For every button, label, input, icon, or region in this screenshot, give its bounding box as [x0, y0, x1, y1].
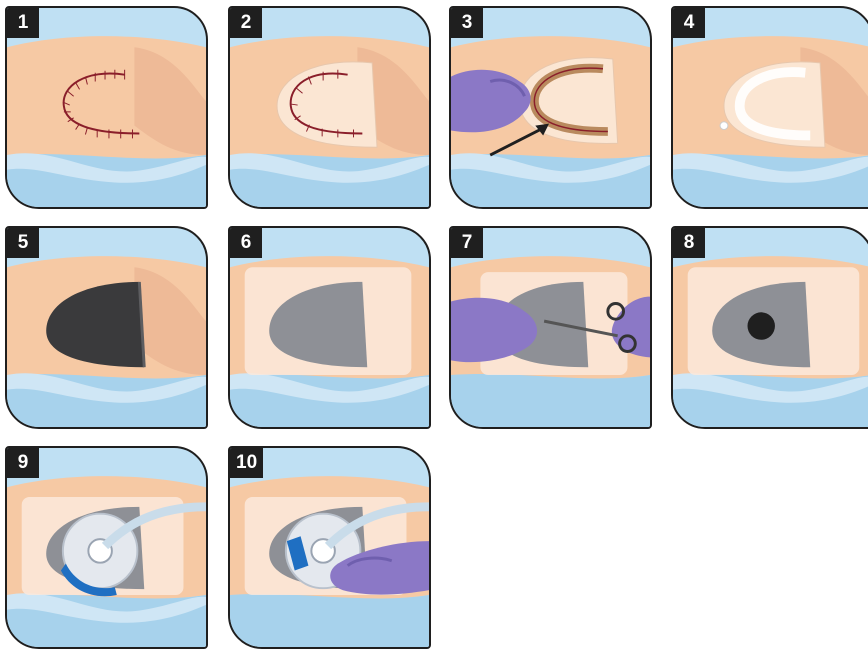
step-number: 2 [230, 8, 262, 38]
cut-hole [748, 312, 775, 339]
step-5-panel: 5 [5, 226, 208, 429]
step-10-panel: 10 [228, 446, 431, 649]
step-number: 1 [7, 8, 39, 38]
step-number: 3 [451, 8, 483, 38]
sheet [230, 594, 429, 647]
step-number: 6 [230, 228, 262, 258]
step-number: 5 [7, 228, 39, 258]
step-3-panel: 3 [449, 6, 652, 209]
step-number: 4 [673, 8, 705, 38]
step-number: 9 [7, 448, 39, 478]
step-number: 8 [673, 228, 705, 258]
step-4-panel: 4 [671, 6, 868, 209]
step-6-panel: 6 [228, 226, 431, 429]
step-1-panel: 1 [5, 6, 208, 209]
step-2-panel: 2 [228, 6, 431, 209]
step-number: 10 [230, 448, 263, 478]
step-number: 7 [451, 228, 483, 258]
strip-end [720, 122, 728, 130]
step-7-panel: 7 [449, 226, 652, 429]
step-8-panel: 8 [671, 226, 868, 429]
step-9-panel: 9 [5, 446, 208, 649]
sheet [451, 374, 650, 427]
